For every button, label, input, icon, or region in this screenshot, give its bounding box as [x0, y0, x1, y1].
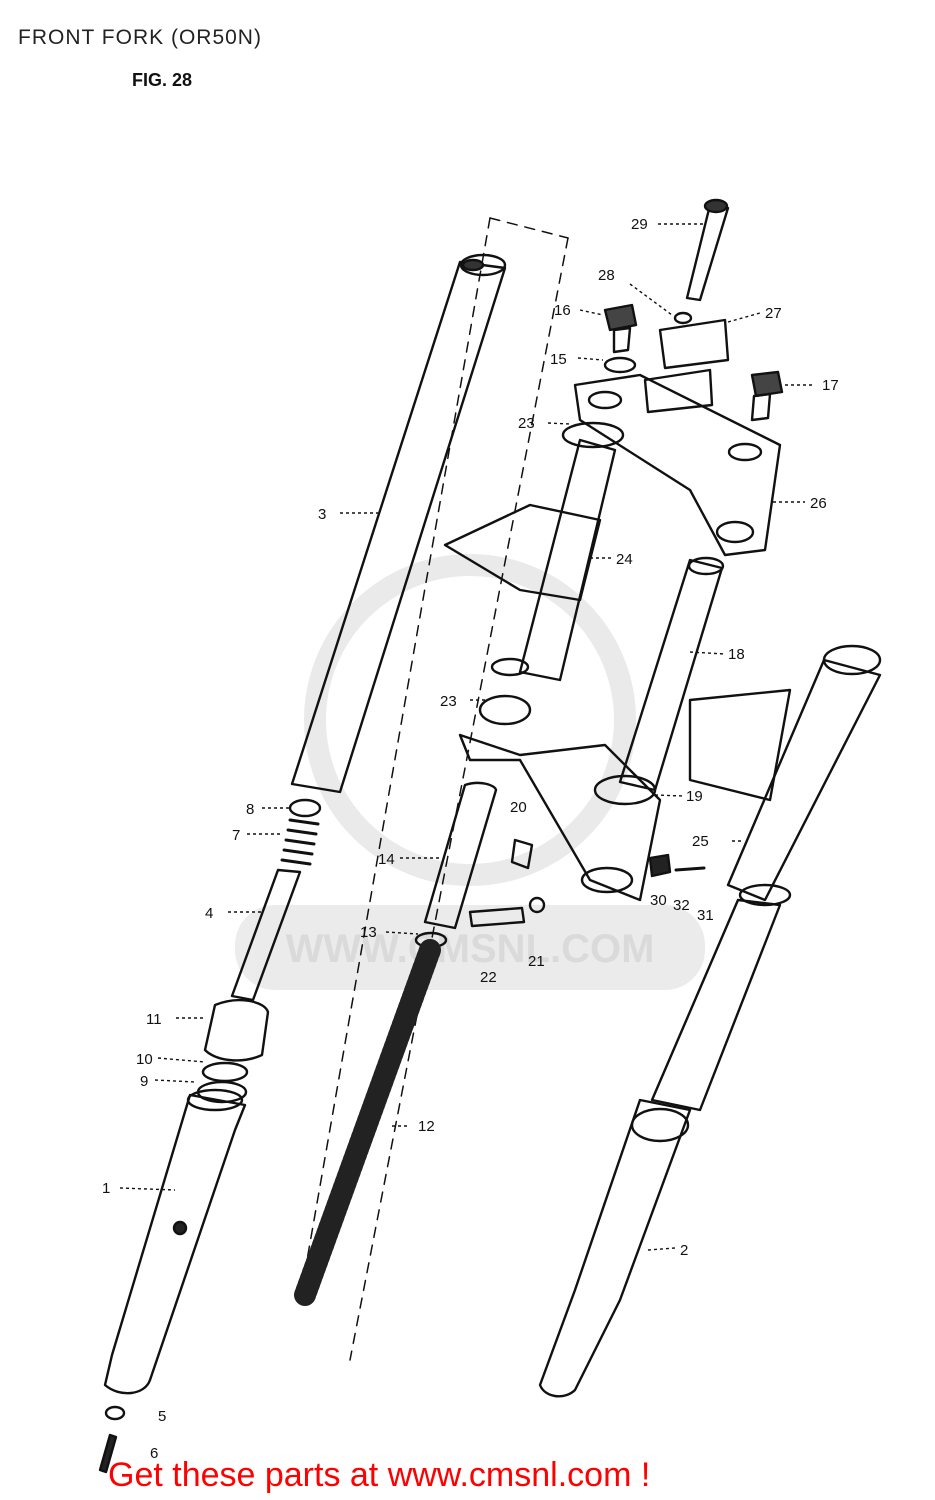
callout-32: 32 [673, 897, 690, 914]
callout-25: 25 [692, 833, 709, 850]
part-upper-bracket [573, 373, 782, 557]
callout-10: 10 [136, 1051, 153, 1068]
callout-20: 20 [510, 799, 527, 816]
callout-24: 24 [616, 551, 633, 568]
part-small-hardware [468, 838, 706, 928]
callout-22: 22 [480, 969, 497, 986]
callout-2: 2 [680, 1242, 688, 1259]
watermark-text: WWW.CMSNL.COM [286, 927, 655, 971]
part-handlebar-clamp [643, 198, 730, 414]
part-bolts [603, 303, 784, 422]
callout-27: 27 [765, 305, 782, 322]
callout-4: 4 [205, 905, 213, 922]
callout-17: 17 [822, 377, 839, 394]
part-outer-tube-right [538, 644, 882, 1398]
callout-5: 5 [158, 1408, 166, 1425]
part-cylinder-guide [196, 998, 270, 1104]
figure-label: FIG. 28 [132, 70, 193, 90]
callout-3: 3 [318, 506, 326, 523]
alignment-line [489, 217, 569, 239]
leader-lines [119, 223, 815, 1251]
part-inner-tube [290, 253, 507, 794]
callout-23-upper: 23 [518, 415, 535, 432]
callout-21: 21 [528, 953, 545, 970]
callout-28: 28 [598, 267, 615, 284]
callout-7: 7 [232, 827, 240, 844]
promo-link[interactable]: Get these parts at www.cmsnl.com ! [108, 1456, 651, 1494]
callout-16: 16 [554, 302, 571, 319]
callout-1: 1 [102, 1180, 110, 1197]
callout-18: 18 [728, 646, 745, 663]
callout-30: 30 [650, 892, 667, 909]
callout-13: 13 [360, 924, 377, 941]
callout-31: 31 [697, 907, 714, 924]
callout-19: 19 [686, 788, 703, 805]
part-outer-tube-left [98, 1088, 247, 1474]
callout-9: 9 [140, 1073, 148, 1090]
callout-6: 6 [150, 1445, 158, 1462]
part-steering-stem [618, 556, 725, 792]
watermark-banner [235, 905, 705, 990]
callout-29: 29 [631, 216, 648, 233]
callout-8: 8 [246, 801, 254, 818]
callout-14: 14 [378, 851, 395, 868]
callout-11: 11 [146, 1011, 162, 1028]
part-bearing-upper [561, 421, 625, 449]
alignment-line [349, 237, 569, 1361]
part-lower-bracket [458, 733, 662, 902]
callout-26: 26 [810, 495, 827, 512]
page-title: FRONT FORK (OR50N) [18, 26, 262, 49]
part-fork-spring [294, 939, 441, 1306]
callout-23-lower: 23 [440, 693, 457, 710]
alignment-line [299, 217, 491, 1301]
part-bearing-lower [478, 694, 532, 726]
part-oil-seal-spring-rod [230, 798, 322, 1002]
callout-15: 15 [550, 351, 567, 368]
callout-12: 12 [418, 1118, 435, 1135]
part-head-pipe [443, 438, 617, 682]
